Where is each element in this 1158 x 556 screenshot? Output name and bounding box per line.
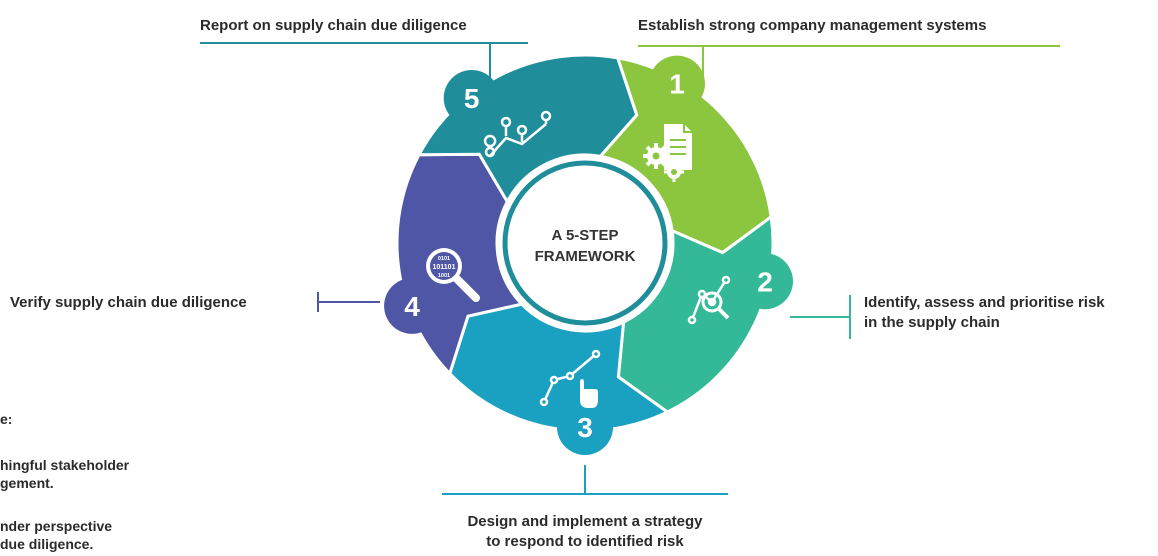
step-3-label: Design and implement a strategy to respo… [380,512,790,552]
step-5-number: 5 [464,83,480,114]
step-4-badge [384,277,441,334]
chart-pointer-icon [539,349,601,408]
svg-text:1001: 1001 [438,273,450,279]
step-1-number: 1 [669,69,685,100]
center-title-line2: FRAMEWORK [535,248,636,265]
step-3-number: 3 [577,412,593,443]
step-2-number: 2 [757,266,773,297]
step-2-badge [736,253,793,310]
step-badges: 1 2 3 4 5 [384,55,793,455]
side-note-perspective: nder perspective due diligence. [0,518,113,552]
svg-text:0101: 0101 [438,256,450,262]
step-1-label: Establish strong company management syst… [638,17,987,34]
document-gears-icon [643,124,692,182]
step-3-badge [557,399,613,455]
step-5-label: Report on supply chain due diligence [200,17,467,34]
step-3-label-line2: to respond to identified risk [486,533,684,550]
step-2-label-line1: Identify, assess and prioritise risk [864,294,1105,311]
binary-magnifier-icon: 0101 101101 1001 [426,248,480,302]
step-4-label: Verify supply chain due diligence [10,294,247,311]
center-title-line1: A 5-STEP [552,227,619,244]
side-note-stakeholder: hingful stakeholder gement. [0,457,130,491]
step-2-label-line2: in the supply chain [864,314,1000,331]
ring-segments [395,53,775,433]
step-3-label-line1: Design and implement a strategy [467,513,703,530]
map-route-icon [483,110,552,158]
step-5-badge [443,70,500,127]
side-note-heading: e: [0,411,13,427]
step-1-badge [649,55,705,112]
center-circle [519,177,651,309]
magnifier-trend-icon [687,275,731,325]
step-2-label: Identify, assess and prioritise risk in … [864,293,1105,333]
svg-text:101101: 101101 [433,264,456,271]
step-4-number: 4 [404,291,420,322]
